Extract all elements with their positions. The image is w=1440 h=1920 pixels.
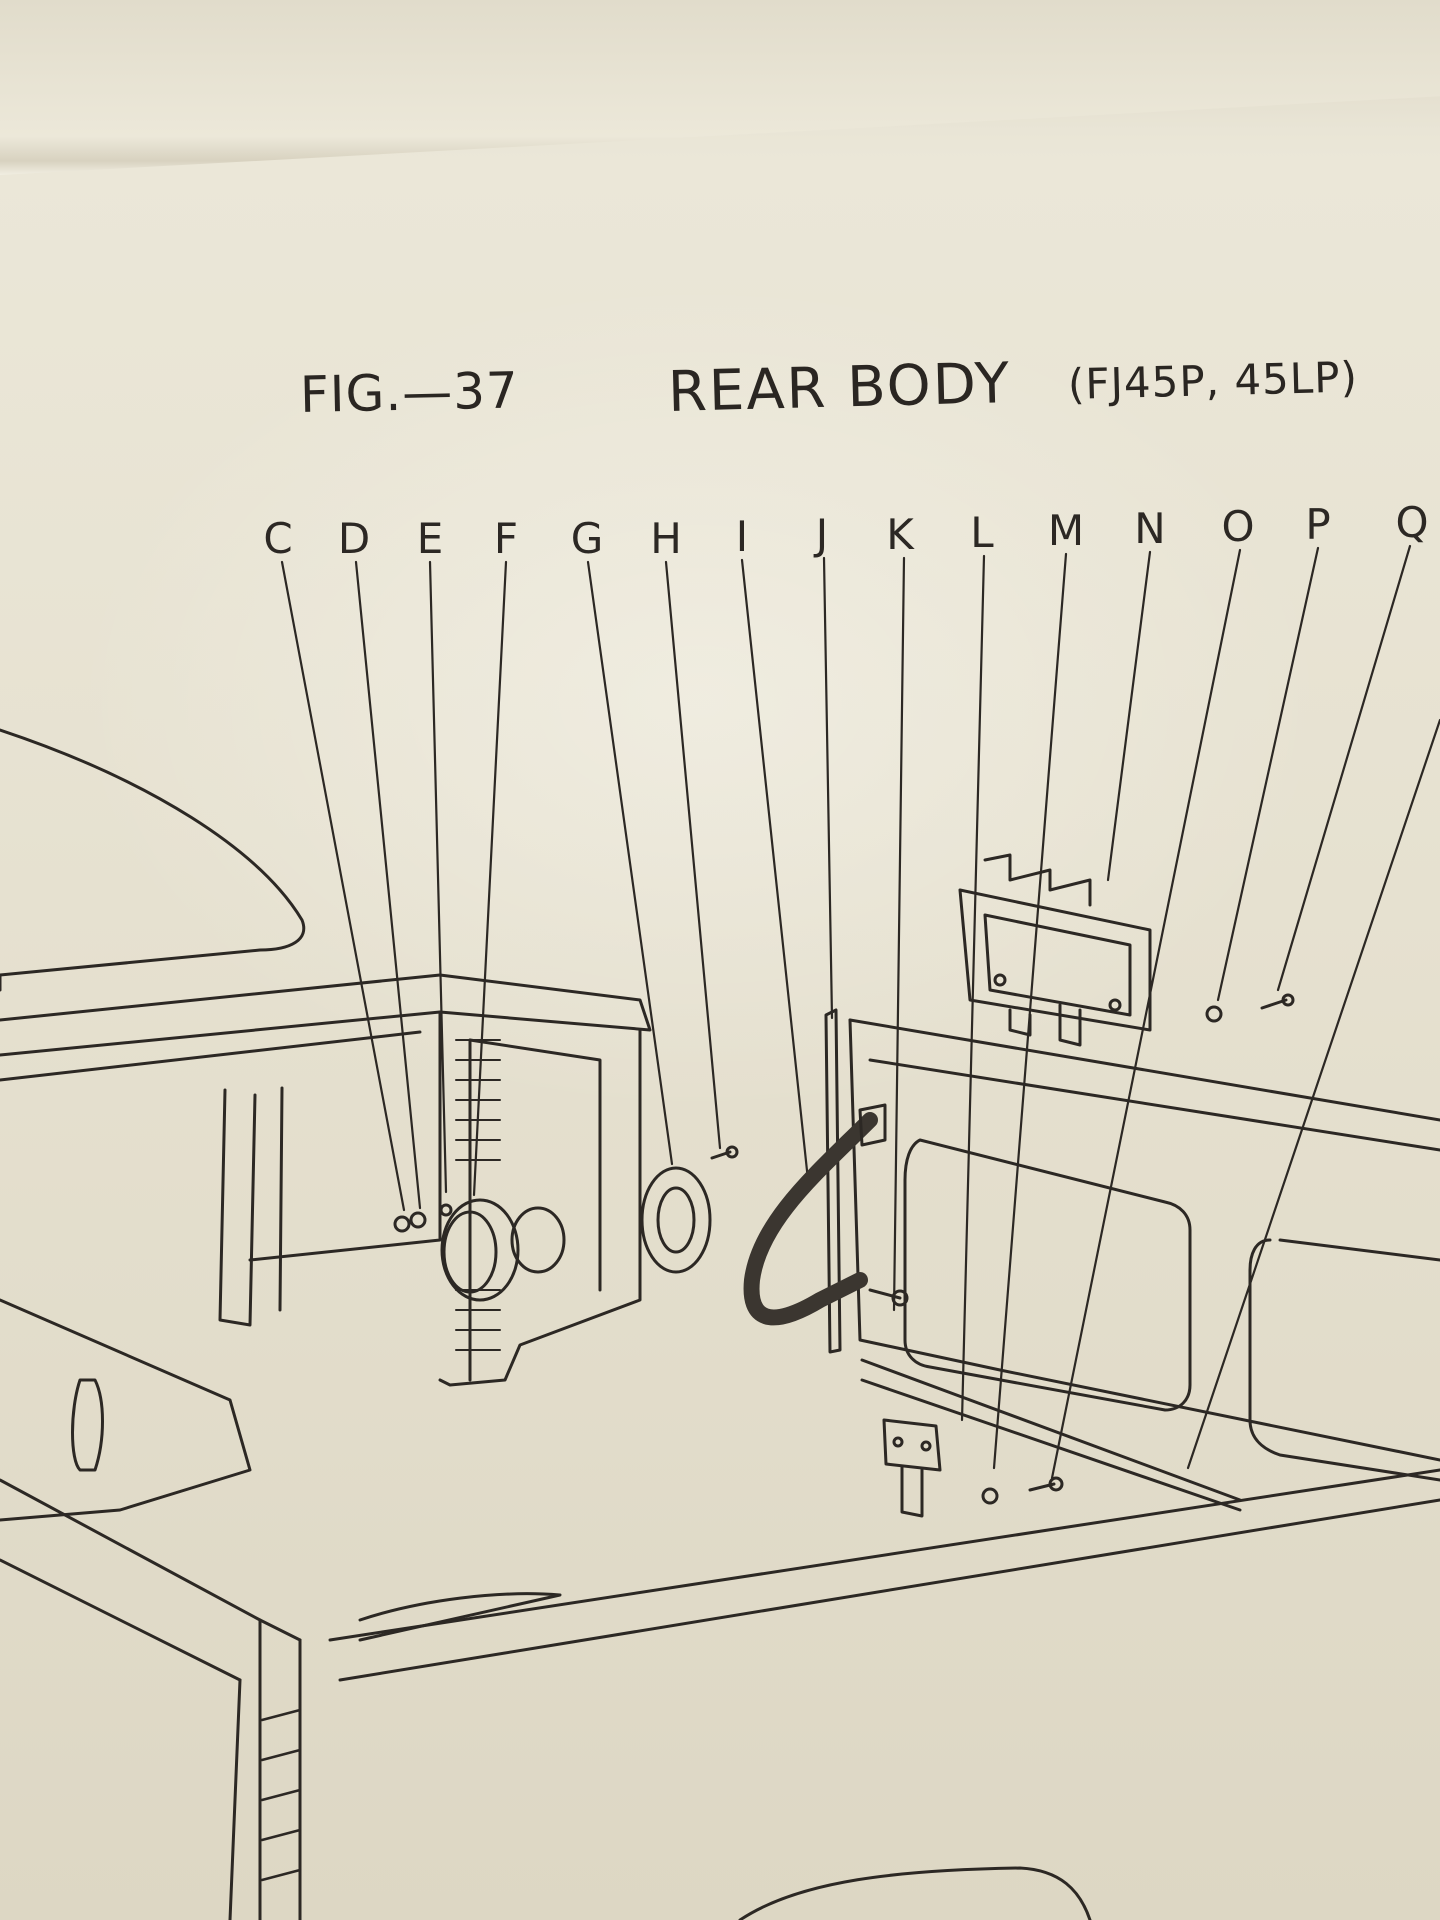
- callout-o: O: [1221, 502, 1255, 551]
- callout-g: G: [570, 514, 604, 563]
- washer-m: [981, 1487, 999, 1505]
- callout-j: J: [815, 510, 829, 559]
- left-wall-hatching: [455, 1039, 501, 1351]
- callout-f: F: [493, 514, 519, 563]
- callout-c: C: [263, 514, 293, 563]
- callout-m: M: [1047, 506, 1085, 555]
- callout-l: L: [970, 508, 994, 557]
- wheel-housing: [0, 1298, 252, 1522]
- floor-front-edge: [0, 1478, 302, 1642]
- tailgate-frame: [848, 1018, 1440, 1122]
- hinge-bolt: [868, 1288, 902, 1300]
- canopy-rail: [0, 973, 652, 1057]
- canopy-top: [0, 728, 306, 977]
- rear-window: [903, 1138, 1192, 1412]
- callout-h: H: [650, 514, 682, 563]
- left-side-panel: [248, 1010, 442, 1262]
- callout-n: N: [1134, 504, 1166, 553]
- step-hatching: [260, 1708, 302, 1882]
- callout-d: D: [337, 514, 371, 563]
- check-strap: [743, 1112, 878, 1326]
- grommet: [640, 1166, 712, 1274]
- washer-o: [1205, 1005, 1223, 1023]
- callout-q: Q: [1395, 498, 1429, 547]
- left-pillar: [218, 1088, 257, 1327]
- strut-rod: [824, 1008, 842, 1354]
- license-lamp: [958, 853, 1152, 1047]
- callout-p: P: [1305, 500, 1331, 549]
- filler-cap: [393, 1198, 566, 1302]
- callout-k: K: [886, 510, 914, 559]
- callout-e: E: [416, 514, 444, 563]
- hinge-plate: [882, 1418, 942, 1472]
- callout-i: I: [735, 512, 749, 561]
